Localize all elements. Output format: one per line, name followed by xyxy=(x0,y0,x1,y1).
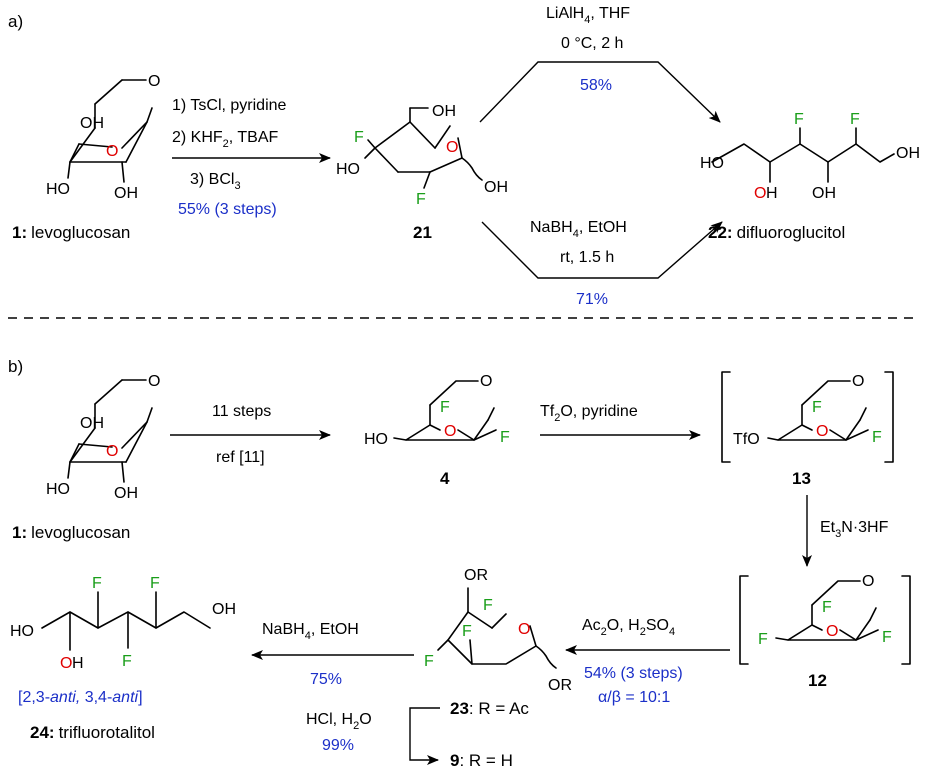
atom-or: OR xyxy=(548,677,572,694)
reagent-line: 2) KHF2, TBAF xyxy=(172,129,279,150)
reagent-line: 3) BCl3 xyxy=(190,171,241,192)
atom-f: F xyxy=(500,429,510,446)
atom-o-red: O xyxy=(106,143,118,160)
atom-ho: HO xyxy=(10,623,34,640)
compound-1-label-b: 1:levoglucosan xyxy=(12,523,130,542)
reagent-line: 11 steps xyxy=(212,403,271,420)
reagent-line: NaBH4, EtOH xyxy=(530,219,627,240)
reaction-arrow-hydrolysis xyxy=(409,707,440,765)
atom-h: H xyxy=(766,185,778,202)
atom-ho: HO xyxy=(46,181,70,198)
atom-or: OR xyxy=(464,567,488,584)
atom-f: F xyxy=(794,111,804,128)
compound-23-label: 23: R = Ac xyxy=(450,699,529,718)
atom-f: F xyxy=(92,575,102,592)
compound-9-label: 9: R = H xyxy=(450,751,513,770)
atom-oh: O xyxy=(754,185,766,202)
reagent-line: rt, 1.5 h xyxy=(560,249,614,266)
stereo-label: [2,3-anti, 3,4-anti] xyxy=(18,689,143,706)
compound-22-label: 22:difluoroglucitol xyxy=(708,223,845,242)
atom-o: O xyxy=(148,73,160,90)
atom-oh: OH xyxy=(80,415,104,432)
atom-o-red: O xyxy=(816,423,828,440)
atom-o-red: O xyxy=(444,423,456,440)
compound-22-structure: HO F F OH O H OH xyxy=(700,111,920,202)
reagent-line: Tf2O, pyridine xyxy=(540,403,638,424)
yield-text: 55% (3 steps) xyxy=(178,201,277,218)
atom-f: F xyxy=(882,629,892,646)
yield-text: 58% xyxy=(580,77,612,94)
atom-o: O xyxy=(148,373,160,390)
compound-24-label: 24:trifluorotalitol xyxy=(30,723,155,742)
yield-text: 75% xyxy=(310,671,342,688)
levoglucosan-structure-b: O OH O HO OH xyxy=(46,373,160,502)
atom-ho: HO xyxy=(46,481,70,498)
atom-f: F xyxy=(150,575,160,592)
atom-f: F xyxy=(758,631,768,648)
atom-f: F xyxy=(416,191,426,208)
atom-oh: OH xyxy=(896,145,920,162)
atom-ho: HO xyxy=(336,161,360,178)
atom-f: F xyxy=(122,653,132,670)
atom-f: F xyxy=(354,129,364,146)
reagent-line: ref [11] xyxy=(216,449,265,466)
atom-ho: HO xyxy=(364,431,388,448)
reagent-line: 0 °C, 2 h xyxy=(561,35,623,52)
compound-1-label-a: 1:levoglucosan xyxy=(12,223,130,242)
compound-12-structure: O F O F F xyxy=(739,573,911,665)
panel-a-label: a) xyxy=(8,12,23,31)
compound-23-structure: OR F O F F OR xyxy=(424,567,572,694)
atom-f: F xyxy=(424,653,434,670)
atom-f: F xyxy=(483,597,493,614)
compound-13-structure: O F O TfO F xyxy=(721,371,894,463)
panel-b-label: b) xyxy=(8,357,23,376)
reagent-line: NaBH4, EtOH xyxy=(262,621,359,642)
atom-o-red: O xyxy=(518,621,530,638)
compound-4-label: 4 xyxy=(440,469,450,488)
compound-24-structure: HO F F OH F O H xyxy=(10,575,236,672)
atom-oh: OH xyxy=(114,485,138,502)
levoglucosan-structure-a: O OH O HO OH xyxy=(46,73,160,202)
atom-o-red: O xyxy=(446,139,458,156)
atom-o: O xyxy=(862,573,874,590)
reagent-line: Et3N·3HF xyxy=(820,519,889,540)
atom-f: F xyxy=(822,599,832,616)
atom-oh: OH xyxy=(80,115,104,132)
atom-tfo: TfO xyxy=(733,431,760,448)
atom-oh: OH xyxy=(432,103,456,120)
reagent-line: LiAlH4, THF xyxy=(546,5,630,26)
compound-12-label: 12 xyxy=(808,671,827,690)
yield-text: 99% xyxy=(322,737,354,754)
atom-f: F xyxy=(462,623,472,640)
atom-oh: OH xyxy=(484,179,508,196)
compound-13-label: 13 xyxy=(792,469,811,488)
atom-h: H xyxy=(72,655,84,672)
atom-o-red: O xyxy=(826,623,838,640)
atom-oh: O xyxy=(60,655,72,672)
ratio-text: α/β = 10:1 xyxy=(598,689,670,706)
atom-o: O xyxy=(852,373,864,390)
atom-f: F xyxy=(812,399,822,416)
yield-text: 54% (3 steps) xyxy=(584,665,683,682)
compound-4-structure: O F O HO F xyxy=(364,373,510,448)
reagent-line: Ac2O, H2SO4 xyxy=(582,617,675,638)
compound-21-structure: OH O F HO F OH xyxy=(336,103,508,208)
yield-text: 71% xyxy=(576,291,608,308)
reagent-line: 1) TsCl, pyridine xyxy=(172,97,287,114)
reagent-line: HCl, H2O xyxy=(306,711,372,732)
atom-ho: HO xyxy=(700,155,724,172)
reaction-arrow-bottom xyxy=(481,221,723,279)
atom-f: F xyxy=(850,111,860,128)
atom-o: O xyxy=(480,373,492,390)
atom-f: F xyxy=(440,399,450,416)
atom-f: F xyxy=(872,429,882,446)
reaction-arrow-top xyxy=(479,61,721,123)
atom-oh: OH xyxy=(812,185,836,202)
compound-21-label: 21 xyxy=(413,223,432,242)
atom-oh: OH xyxy=(212,601,236,618)
atom-o-red: O xyxy=(106,443,118,460)
atom-oh: OH xyxy=(114,185,138,202)
